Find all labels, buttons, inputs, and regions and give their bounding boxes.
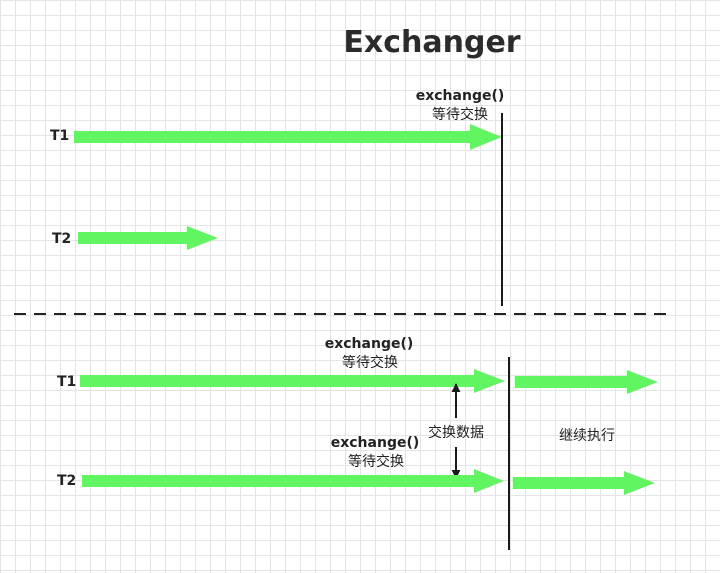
bottom-t2-exchange-call: exchange()	[331, 435, 420, 451]
bottom-t1-wait-label: 等待交换	[342, 354, 398, 371]
bottom-t2-label: T2	[57, 473, 76, 489]
bottom-t1-label: T1	[57, 374, 76, 390]
bottom-t2-arrow	[82, 469, 504, 493]
top-t1-arrow	[74, 124, 502, 150]
diagram-title: Exchanger	[343, 25, 520, 60]
top-wait-label: 等待交换	[432, 106, 488, 123]
bottom-t2-wait-label: 等待交换	[348, 453, 404, 470]
top-t2-label: T2	[52, 231, 71, 247]
top-t1-label: T1	[50, 128, 69, 144]
continue-label: 继续执行	[559, 427, 615, 444]
bottom-t1-arrow	[80, 369, 505, 393]
bottom-t2-continue-arrow	[513, 471, 655, 495]
top-exchange-call: exchange()	[416, 88, 505, 104]
top-t2-arrow	[78, 226, 218, 250]
bottom-t1-continue-arrow	[515, 370, 658, 394]
swap-data-label: 交换数据	[428, 424, 484, 441]
bottom-t1-exchange-call: exchange()	[325, 336, 414, 352]
